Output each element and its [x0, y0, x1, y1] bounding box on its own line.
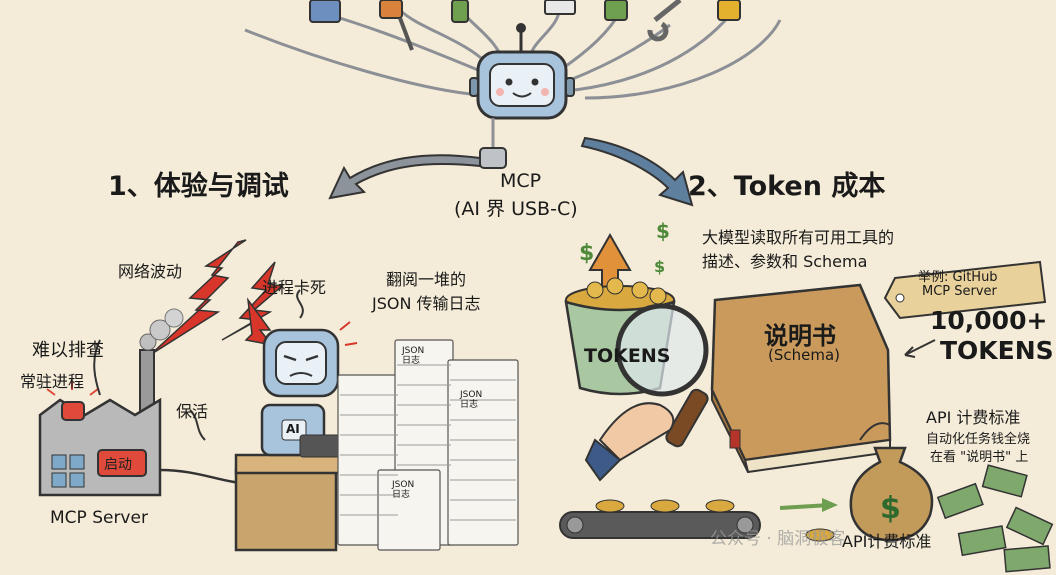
svg-text:$: $	[656, 219, 670, 243]
magnifying-glass	[584, 303, 709, 482]
usb-connector	[479, 118, 507, 169]
label-process-freeze: 进程卡死	[262, 278, 327, 297]
robot-ai-badge: AI	[286, 422, 300, 436]
conveyor-belt	[559, 498, 838, 542]
mcp-subtitle: (AI 界 USB-C)	[454, 198, 578, 220]
count-arrow	[904, 339, 936, 356]
token-count-number: 10,000+	[930, 306, 1048, 335]
tools-row	[309, 0, 741, 51]
book-subtitle: (Schema)	[768, 346, 841, 364]
schema-book	[710, 283, 892, 474]
footer-billing-label: API计费标准	[842, 532, 932, 551]
arrow-right	[580, 136, 694, 207]
heading-experience-debug: 1、体验与调试	[108, 171, 289, 202]
mcp-robot	[469, 23, 575, 120]
arrow-left	[328, 154, 481, 200]
note-line-2: 描述、参数和 Schema	[702, 252, 868, 271]
heading-token-cost: 2、Token 成本	[688, 171, 886, 202]
svg-text:$: $	[579, 241, 594, 266]
billing-line-2: 在看 "说明书" 上	[930, 450, 1029, 465]
json-log-tag-2: JSON 日志	[460, 390, 483, 410]
paper-stacks	[337, 339, 519, 551]
github-tag	[883, 260, 1047, 320]
billing-line-1: 自动化任务钱全烧	[926, 432, 1031, 447]
bucket-label: TOKENS	[584, 345, 671, 367]
paper-lines	[340, 364, 516, 521]
svg-text:$: $	[654, 257, 665, 276]
money-bag: $	[849, 422, 934, 542]
label-mcp-server: MCP Server	[50, 508, 148, 528]
lightning-bolts	[149, 239, 284, 356]
json-log-tag-3: JSON 日志	[392, 480, 415, 500]
tag-line-2: MCP Server	[922, 284, 997, 299]
frustrated-robot	[234, 289, 358, 552]
mcp-server-factory	[38, 308, 301, 497]
json-log-tag-1: JSON 日志	[402, 346, 425, 366]
token-count-unit: TOKENS	[940, 336, 1054, 365]
book-title: 说明书	[764, 322, 836, 350]
label-hard-to-debug: 难以排查	[32, 340, 104, 361]
label-network-fluctuation: 网络波动	[118, 262, 183, 281]
label-keepalive: 保活	[176, 402, 209, 421]
tag-line-1: 举例: GitHub	[918, 270, 998, 285]
label-resident-process: 常驻进程	[20, 372, 85, 391]
billing-title: API 计费标准	[926, 408, 1021, 427]
mcp-title: MCP	[500, 170, 542, 192]
start-button-label: 启动	[104, 457, 132, 473]
watermark: 公众号 · 脑洞极客	[710, 529, 846, 549]
svg-text:$: $	[880, 491, 901, 526]
note-line-1: 大模型读取所有可用工具的	[702, 228, 895, 247]
flying-cash	[936, 464, 1054, 573]
label-log-pile-1: 翻阅一堆的	[386, 270, 467, 289]
label-log-pile-2: JSON 传输日志	[372, 294, 481, 313]
